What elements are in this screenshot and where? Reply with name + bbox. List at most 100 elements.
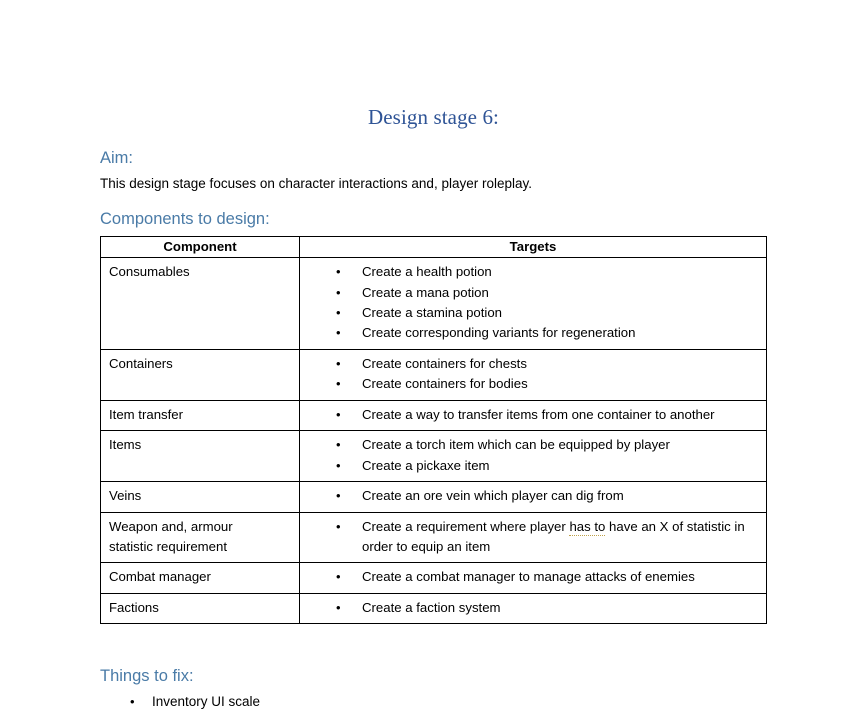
things-to-fix-list: • Inventory UI scale bbox=[100, 686, 767, 712]
list-item: • Create a torch item which can be equipp… bbox=[300, 435, 762, 455]
cell-targets: • Create a health potion • Create a mana po… bbox=[299, 257, 767, 350]
list-item: • Create a requirement where player has t… bbox=[300, 517, 762, 558]
list-item-text: Inventory UI scale bbox=[152, 693, 261, 709]
cell-targets: • Create a torch item which can be equipp… bbox=[299, 430, 767, 483]
table-row: Consumables • Create a health potion • Creat… bbox=[100, 257, 767, 350]
bullet-icon: • bbox=[336, 457, 341, 473]
list-item-text: Create a health potion bbox=[362, 264, 492, 280]
component-label: Veins bbox=[109, 488, 142, 504]
target-list: • Create a health potion • Create a mana po… bbox=[300, 258, 766, 349]
section-heading-components: Components to design: bbox=[100, 209, 270, 228]
list-item: • Create a pickaxe item bbox=[300, 456, 762, 476]
component-label: Weapon and, armour bbox=[109, 518, 233, 534]
table-row: Weapon and, armour statistic requirement •… bbox=[100, 511, 767, 564]
table-row: Item transfer • Create a way to transfer i… bbox=[100, 399, 767, 432]
cell-component: Items bbox=[100, 430, 300, 483]
cell-targets: • Create a faction system bbox=[299, 592, 767, 625]
table-row: Veins • Create an ore vein which player ca… bbox=[100, 481, 767, 513]
bullet-icon: • bbox=[336, 406, 341, 422]
bullet-icon: • bbox=[336, 488, 341, 504]
cell-component: Containers bbox=[100, 348, 300, 401]
list-item-text: Create a combat manager to manage attack… bbox=[362, 569, 695, 585]
list-item: • Create a way to transfer items from one… bbox=[300, 405, 762, 425]
bullet-icon: • bbox=[336, 376, 341, 392]
list-item-text: Create a requirement where player bbox=[362, 518, 570, 534]
component-label: Items bbox=[109, 437, 142, 453]
target-list: • Create a torch item which can be equipp… bbox=[300, 431, 766, 481]
list-item: • Inventory UI scale bbox=[100, 693, 767, 712]
table-row: Items • Create a torch item which can be e… bbox=[100, 430, 767, 483]
bullet-icon: • bbox=[336, 264, 341, 280]
bullet-icon: • bbox=[336, 518, 341, 534]
table-body: Consumables • Create a health potion • Creat… bbox=[100, 257, 767, 625]
column-header-component: Component bbox=[100, 235, 300, 259]
component-label: Containers bbox=[109, 355, 173, 371]
target-list: • Create a requirement where player has t… bbox=[300, 513, 766, 563]
cell-targets: • Create a combat manager to manage attac… bbox=[299, 562, 767, 594]
grammar-flagged-text: has to bbox=[569, 518, 606, 536]
cell-component: Combat manager bbox=[100, 562, 300, 594]
document-body: Design stage 6: Aim: This design stage f… bbox=[100, 0, 767, 712]
list-item: • Create containers for chests bbox=[300, 354, 762, 374]
list-item: • Create a mana potion bbox=[300, 283, 762, 303]
list-item-text: Create a mana potion bbox=[362, 284, 489, 300]
target-list: • Create a faction system bbox=[300, 594, 766, 623]
list-item: • Create a faction system bbox=[300, 598, 762, 618]
list-item-text: Create a stamina potion bbox=[362, 304, 503, 320]
component-label: Combat manager bbox=[109, 569, 211, 585]
bullet-icon: • bbox=[336, 437, 341, 453]
document-page: Design stage 6: Aim: This design stage f… bbox=[100, 105, 767, 709]
list-item-text: Create a torch item which can be equippe… bbox=[362, 437, 670, 453]
cell-targets: • Create a requirement where player has t… bbox=[299, 511, 767, 564]
list-item-text: Create a pickaxe item bbox=[362, 457, 490, 473]
bullet-icon: • bbox=[336, 355, 341, 371]
list-item: • Create a combat manager to manage attac… bbox=[300, 567, 762, 587]
target-list: • Create a combat manager to manage attac… bbox=[300, 563, 766, 592]
target-list: • Create an ore vein which player can dig… bbox=[300, 482, 766, 511]
list-item: • Create corresponding variants for regen… bbox=[300, 323, 762, 343]
aim-paragraph: This design stage focuses on character i… bbox=[100, 176, 532, 192]
bullet-icon: • bbox=[336, 304, 341, 320]
table-row: Combat manager • Create a combat manager t… bbox=[100, 562, 767, 594]
cell-component: Veins bbox=[100, 481, 300, 513]
cell-component: Consumables bbox=[100, 257, 300, 350]
target-list: • Create a way to transfer items from one… bbox=[300, 401, 766, 430]
list-item: • Create containers for bodies bbox=[300, 374, 762, 394]
bullet-icon: • bbox=[130, 693, 135, 709]
list-item-text: Create an ore vein which player can dig … bbox=[362, 488, 624, 504]
cell-targets: • Create a way to transfer items from one… bbox=[299, 399, 767, 432]
cell-component: Item transfer bbox=[100, 399, 300, 432]
table-row: Containers•Create containers for chests•… bbox=[100, 348, 767, 401]
table-row: Factions • Create a faction system bbox=[100, 592, 767, 625]
column-header-targets: Targets bbox=[299, 235, 767, 259]
things-to-fix-section: Things to fix: • Inventory UI scale bbox=[100, 624, 767, 711]
section-heading-aim: Aim: bbox=[100, 149, 133, 167]
list-item: • Create a health potion bbox=[300, 262, 762, 282]
bullet-icon: • bbox=[336, 569, 341, 585]
list-item-text: Create containers for bodies bbox=[362, 376, 528, 392]
list-item-text: Create a way to transfer items from one … bbox=[362, 406, 715, 422]
cell-component: Factions bbox=[100, 592, 300, 625]
list-item: • Create a stamina potion bbox=[300, 303, 762, 323]
components-table: Component Targets Consumables • Create a h… bbox=[100, 235, 767, 625]
component-label: Consumables bbox=[109, 264, 190, 280]
target-list: • Create containers for chests • Create con… bbox=[300, 350, 766, 400]
page-title: Design stage 6: bbox=[368, 105, 499, 129]
cell-targets: • Create containers for chests • Create con… bbox=[299, 348, 767, 401]
list-item: • Create an ore vein which player can dig… bbox=[300, 486, 762, 506]
component-label: statistic requirement bbox=[109, 538, 227, 554]
cell-component: Weapon and, armour statistic requirement bbox=[100, 511, 300, 564]
section-heading-things-to-fix: Things to fix: bbox=[100, 667, 194, 686]
list-item-text: Create corresponding variants for regene… bbox=[362, 325, 636, 341]
component-label: Item transfer bbox=[109, 406, 184, 422]
list-item-text: have an X of statistic in order to equip… bbox=[362, 518, 745, 555]
table-header: Component Targets bbox=[100, 235, 767, 259]
cell-targets: • Create an ore vein which player can dig… bbox=[299, 481, 767, 513]
list-item-text: Create a faction system bbox=[362, 599, 501, 615]
table-header-row: Component Targets bbox=[100, 235, 767, 259]
list-item-text: Create containers for chests bbox=[362, 355, 527, 371]
bullet-icon: • bbox=[336, 599, 341, 615]
component-label: Factions bbox=[109, 599, 159, 615]
bullet-icon: • bbox=[336, 325, 341, 341]
bullet-icon: • bbox=[336, 284, 341, 300]
